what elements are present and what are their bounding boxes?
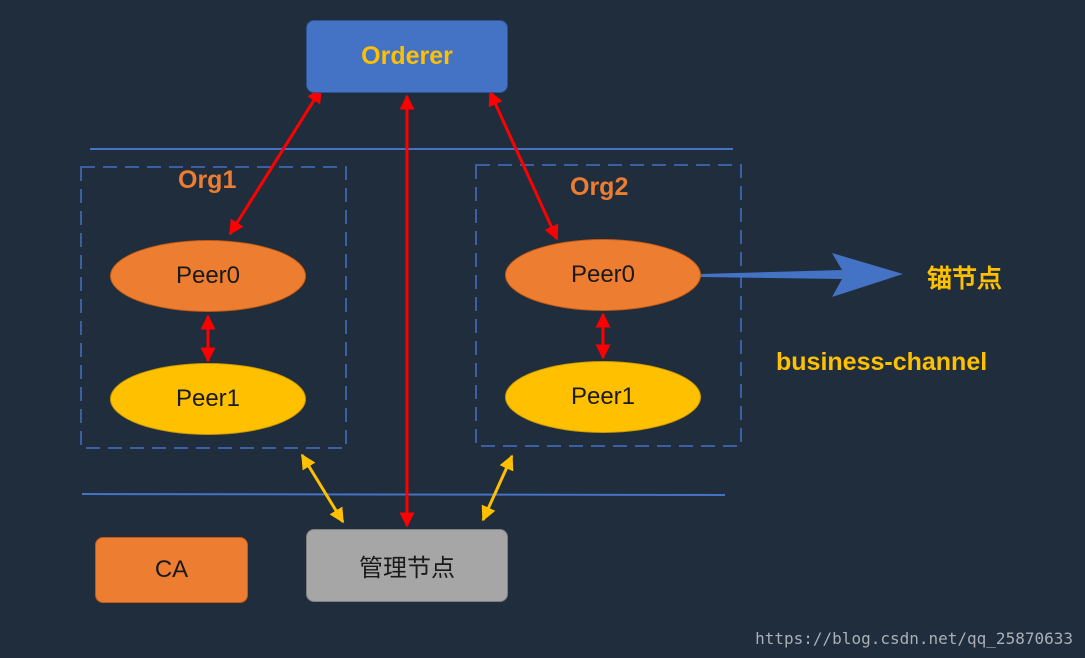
admin-node-label: 管理节点 [359, 554, 455, 582]
org2-peer0-node: Peer0 [505, 239, 701, 311]
org1-peer1-label: Peer1 [175, 385, 241, 412]
org1-peer1-node: Peer1 [110, 363, 306, 435]
org1-boundary [80, 166, 347, 449]
org2-boundary [475, 164, 742, 447]
channel-bottom-line [81, 493, 726, 496]
orderer-org2-peer0-arrow [488, 90, 559, 241]
org1-admin-arrow [300, 453, 345, 524]
orderer-org1-peer0-arrow [228, 87, 323, 236]
org2-peer0-label: Peer0 [570, 261, 636, 288]
org1-peer0-label: Peer0 [175, 262, 241, 289]
org1-peer0-node: Peer0 [110, 240, 306, 312]
anchor-arrow [700, 253, 903, 297]
org2-peer1-node: Peer1 [505, 361, 701, 433]
orderer-label: Orderer [361, 42, 453, 70]
ca-label: CA [154, 556, 189, 583]
orderer-node: Orderer [306, 20, 508, 93]
org1-label: Org1 [178, 166, 237, 194]
org2-label: Org2 [570, 173, 629, 201]
admin-node: 管理节点 [306, 529, 508, 602]
watermark-text: https://blog.csdn.net/qq_25870633 [755, 629, 1073, 648]
ca-node: CA [95, 537, 248, 603]
org2-admin-arrow [481, 454, 514, 522]
org2-peer1-label: Peer1 [570, 383, 636, 410]
channel-label: business-channel [776, 348, 988, 376]
anchor-node-label: 锚节点 [927, 264, 1003, 293]
